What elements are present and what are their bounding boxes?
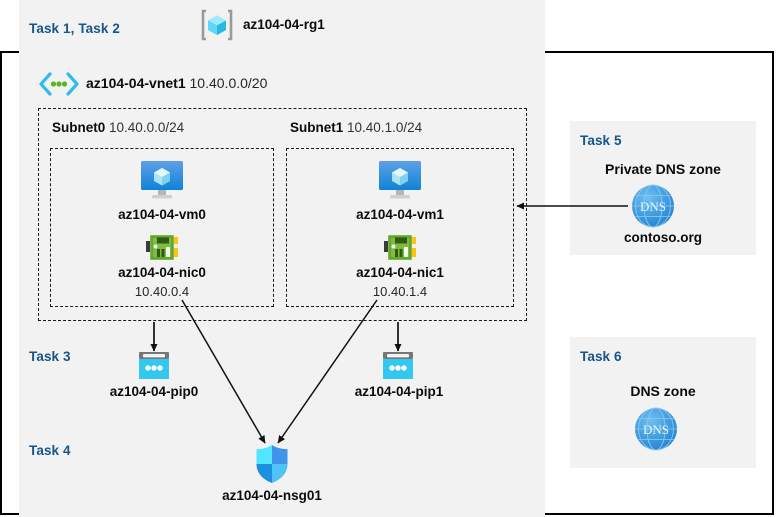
virtual-machine-icon xyxy=(139,160,185,200)
virtual-machine-icon xyxy=(377,160,423,200)
public-ip-address-icon xyxy=(137,352,171,380)
subnet1-name: Subnet1 xyxy=(290,120,344,135)
nic0-name: az104-04-nic0 xyxy=(118,265,206,280)
virtual-network-panel xyxy=(26,57,538,325)
svg-text:DNS: DNS xyxy=(643,422,669,437)
vm1-name: az104-04-vm1 xyxy=(356,207,444,222)
vnet-name: az104-04-vnet1 xyxy=(86,75,186,91)
subnet1-cidr: 10.40.1.0/24 xyxy=(347,120,423,135)
subnet0-box xyxy=(50,148,274,307)
nic1-ip: 10.40.1.4 xyxy=(372,284,428,299)
virtual-network-icon xyxy=(38,72,80,96)
dns-zone-title: DNS zone xyxy=(630,383,696,399)
task-label-1-2: Task 1, Task 2 xyxy=(29,21,120,36)
pip1-name: az104-04-pip1 xyxy=(354,384,444,399)
nsg-name: az104-04-nsg01 xyxy=(222,488,322,503)
vnet-cidr: 10.40.0.0/20 xyxy=(189,75,268,91)
subnet0-cidr: 10.40.0.0/24 xyxy=(109,120,185,135)
subnet0-heading: Subnet0 10.40.0.0/24 xyxy=(52,120,184,135)
private-dns-zone-title: Private DNS zone xyxy=(605,161,721,177)
resource-group-cube-icon xyxy=(200,8,234,42)
network-security-group-shield-icon xyxy=(255,444,289,484)
task-label-3: Task 3 xyxy=(29,349,71,364)
network-interface-icon xyxy=(146,234,178,262)
dns-globe-icon: DNS xyxy=(631,184,675,228)
resource-group-name: az104-04-rg1 xyxy=(243,17,325,32)
svg-text:DNS: DNS xyxy=(640,199,666,214)
dns-globe-icon: DNS xyxy=(634,407,678,451)
network-interface-icon xyxy=(384,234,416,262)
subnet1-box xyxy=(286,148,514,307)
nic0-ip: 10.40.0.4 xyxy=(134,284,190,299)
pip0-name: az104-04-pip0 xyxy=(109,384,199,399)
subnet1-heading: Subnet1 10.40.1.0/24 xyxy=(290,120,422,135)
vnet-title: az104-04-vnet1 10.40.0.0/20 xyxy=(86,75,267,91)
task-label-4: Task 4 xyxy=(29,443,71,458)
vm0-name: az104-04-vm0 xyxy=(118,207,206,222)
task-label-5: Task 5 xyxy=(580,133,622,148)
nic1-name: az104-04-nic1 xyxy=(356,265,444,280)
subnet0-name: Subnet0 xyxy=(52,120,106,135)
task-label-6: Task 6 xyxy=(580,349,622,364)
private-dns-zone-name: contoso.org xyxy=(624,230,702,245)
public-ip-address-icon xyxy=(381,352,415,380)
